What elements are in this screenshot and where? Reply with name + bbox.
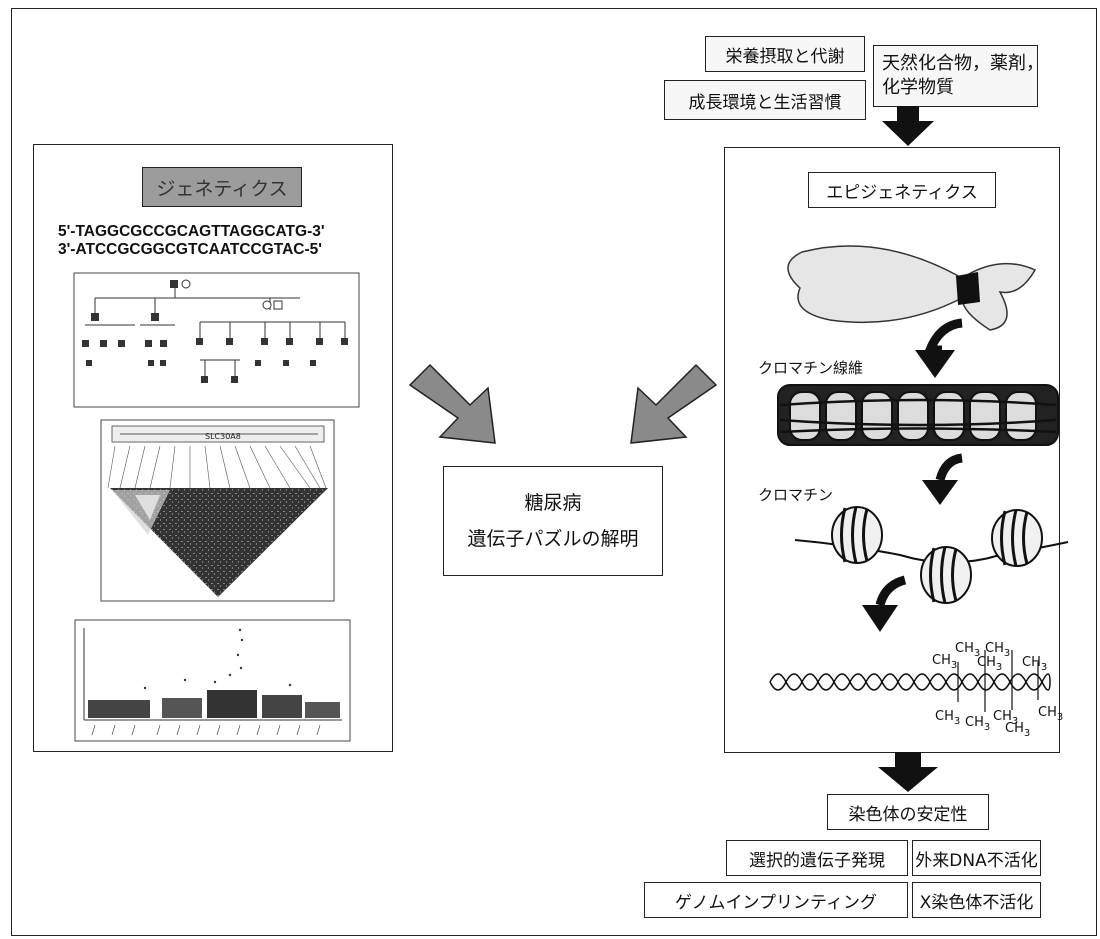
- methyl-subscript-7: 3: [984, 722, 990, 733]
- chromosome-graphic: [788, 246, 1035, 330]
- svg-text:CH3: CH3: [965, 715, 990, 733]
- methyl-group-3: CH: [985, 641, 1004, 656]
- methyl-subscript-10: 3: [1057, 712, 1063, 723]
- methyl-subscript-6: 3: [954, 716, 960, 727]
- down-arrow-top: [882, 106, 934, 146]
- methyl-group-7: CH: [965, 715, 984, 730]
- manhattan-plot: [75, 620, 350, 741]
- methyl-group-2: CH: [955, 641, 974, 656]
- curved-arrow-1: [915, 323, 962, 378]
- methyl-group-5: CH: [1022, 655, 1041, 670]
- right-diagonal-arrow: [631, 365, 716, 443]
- svg-text:CH3: CH3: [977, 655, 1002, 673]
- svg-text:CH3: CH3: [1022, 655, 1047, 673]
- down-arrow-bottom: [878, 752, 938, 792]
- chromatin-nucleosomes: [795, 507, 1068, 603]
- methyl-group-9: CH: [1005, 721, 1024, 736]
- svg-text:CH3: CH3: [1038, 705, 1063, 723]
- methyl-group-10: CH: [1038, 705, 1057, 720]
- svg-text:CH3: CH3: [1005, 721, 1030, 739]
- svg-text:CH3: CH3: [932, 653, 957, 671]
- chromatin-fiber-graphic: [778, 385, 1058, 445]
- methyl-group-4: CH: [977, 655, 996, 670]
- left-diagonal-arrow: [410, 365, 495, 443]
- curved-arrow-2: [922, 458, 962, 505]
- methyl-group-1: CH: [932, 653, 951, 668]
- methyl-subscript-4: 3: [996, 662, 1002, 673]
- ld-gene-label: SLC30A8: [205, 432, 241, 441]
- methyl-subscript-1: 3: [951, 660, 957, 671]
- methyl-subscript-9: 3: [1024, 728, 1030, 739]
- svg-text:CH3: CH3: [935, 709, 960, 727]
- methyl-group-6: CH: [935, 709, 954, 724]
- curved-arrow-3: [862, 580, 905, 632]
- ld-heatmap: [101, 420, 334, 601]
- methyl-subscript-3: 3: [1004, 648, 1010, 659]
- pedigree-symbols: [82, 280, 348, 383]
- methyl-subscript-5: 3: [1041, 662, 1047, 673]
- dna-helix: [770, 674, 1050, 690]
